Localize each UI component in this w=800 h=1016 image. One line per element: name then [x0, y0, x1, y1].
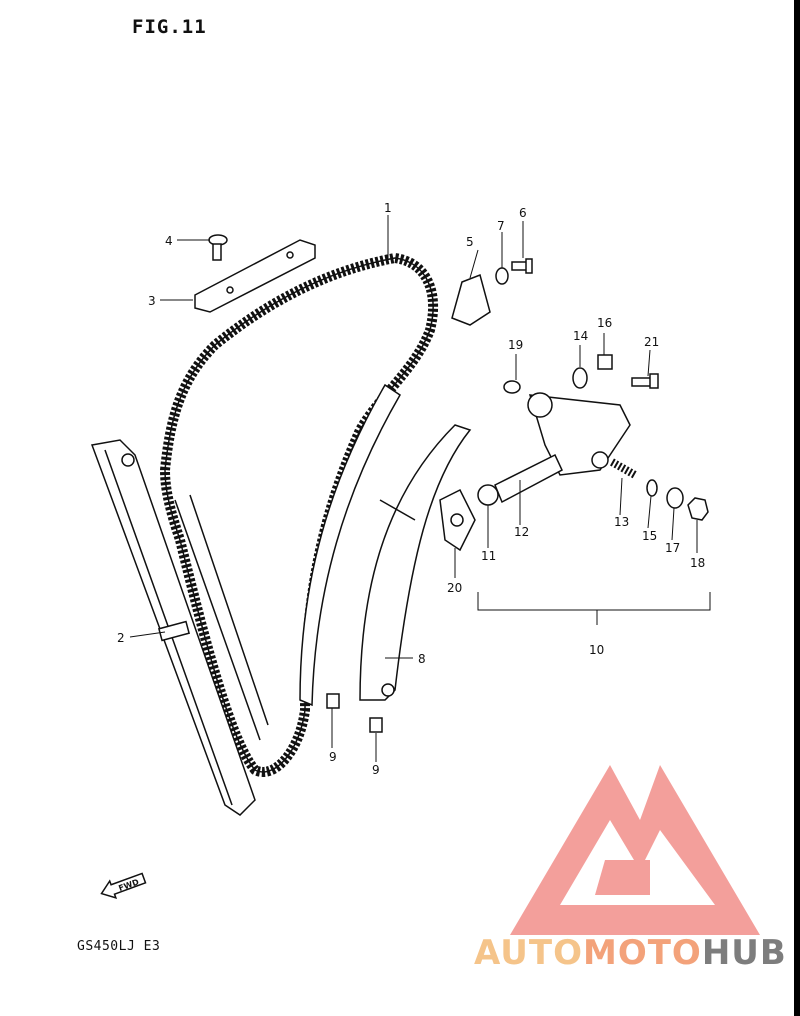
watermark-text-part2: MOTO — [582, 933, 702, 973]
watermark-text-part1: AUTO — [474, 933, 583, 973]
label-part-9a: 9 — [329, 750, 337, 764]
watermark-text: AUTOMOTOHUB — [474, 933, 794, 973]
washer-16-icon — [597, 354, 613, 370]
nut-18-icon — [687, 497, 709, 521]
damper-9-icon — [326, 693, 383, 733]
label-part-5: 5 — [466, 235, 474, 249]
o-ring-14-icon — [572, 367, 588, 389]
label-part-20: 20 — [447, 581, 462, 595]
label-part-2: 2 — [117, 631, 125, 645]
watermark-logo — [510, 765, 760, 935]
fwd-arrow-icon: FWD — [100, 872, 147, 900]
pushrod-12-icon — [477, 453, 563, 506]
label-part-18: 18 — [690, 556, 705, 570]
label-part-7: 7 — [497, 219, 505, 233]
watermark-text-part3: HUB — [701, 933, 787, 973]
chain-guide-rear — [90, 439, 256, 816]
label-part-15: 15 — [642, 529, 657, 543]
label-part-9b: 9 — [372, 763, 380, 777]
label-part-8: 8 — [418, 652, 426, 666]
cap-5-icon — [451, 273, 491, 326]
bolt-21-icon — [631, 373, 659, 389]
label-part-12: 12 — [514, 525, 529, 539]
figure-title: FIG.11 — [132, 16, 207, 38]
screw-4-icon — [208, 234, 228, 261]
spring-13-icon — [610, 458, 637, 479]
label-part-3: 3 — [148, 294, 156, 308]
fwd-label: FWD — [117, 877, 140, 893]
leader-lines — [129, 215, 698, 762]
label-part-21: 21 — [644, 335, 659, 349]
washer-17-icon — [666, 487, 684, 509]
upper-guide-bar — [194, 239, 316, 313]
bolt-6-icon — [511, 258, 533, 274]
label-part-16: 16 — [597, 316, 612, 330]
gasket-20-icon — [439, 488, 476, 552]
washer-7-icon — [495, 267, 509, 285]
tensioner-assembly — [503, 380, 631, 476]
label-part-14: 14 — [573, 329, 588, 343]
model-code: GS450LJ E3 — [77, 939, 161, 954]
label-part-19: 19 — [508, 338, 523, 352]
o-ring-15-icon — [646, 479, 658, 497]
part-labels: 1 2 3 4 5 6 7 8 9 9 10 11 12 13 14 15 16… — [117, 201, 705, 777]
label-part-6: 6 — [519, 206, 527, 220]
chain-guide-front — [299, 383, 402, 707]
right-border — [794, 0, 800, 1016]
label-part-10: 10 — [589, 643, 604, 657]
label-part-17: 17 — [665, 541, 680, 555]
label-part-1: 1 — [384, 201, 392, 215]
chain-guide-inner — [174, 494, 269, 741]
assembly-bracket — [477, 592, 711, 625]
label-part-11: 11 — [481, 549, 496, 563]
label-part-4: 4 — [165, 234, 173, 248]
label-part-13: 13 — [614, 515, 629, 529]
tensioner-blade — [359, 424, 472, 701]
